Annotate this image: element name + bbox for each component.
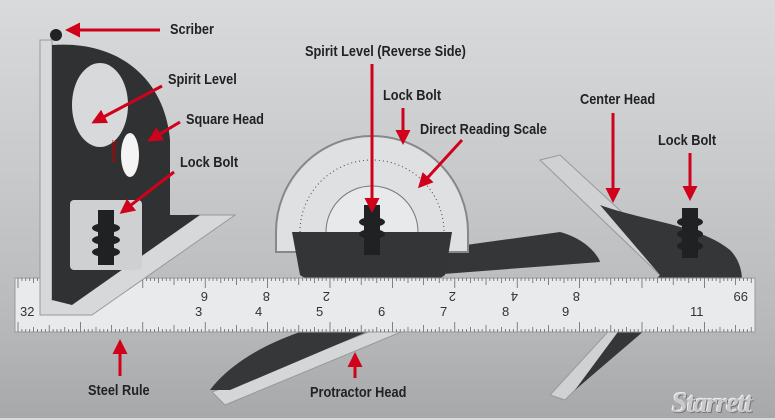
lock-bolt-1-arrow: [119, 170, 175, 214]
spirit-level-arrow: [91, 84, 163, 124]
rule-number: 5: [316, 304, 323, 319]
square-head-arrow: [147, 120, 181, 142]
label-lock-bolt-2: Lock Bolt: [383, 87, 442, 104]
square-head-brand: Starrett: [110, 140, 118, 162]
rule-number-top: 4: [511, 289, 518, 304]
direct-reading-scale-arrow: [417, 138, 464, 189]
label-protractor-head: Protractor Head: [310, 384, 407, 401]
label-spirit-level-reverse: Spirit Level (Reverse Side): [305, 43, 466, 60]
protractor-lower-body: [292, 232, 452, 290]
label-square-head: Square Head: [186, 111, 264, 128]
lock-bolt-1: [92, 210, 120, 265]
label-direct-reading-scale: Direct Reading Scale: [420, 121, 547, 138]
protractor-head-body: [210, 320, 395, 390]
label-center-head: Center Head: [580, 91, 656, 108]
rule-number: 6: [378, 304, 385, 319]
rule-number: 11: [690, 304, 704, 319]
rule-number: 4: [255, 304, 262, 319]
rule-number: 7: [440, 304, 447, 319]
steel-rule: [14, 277, 756, 333]
spirit-level-window: [72, 63, 128, 147]
rule-number-top: 6: [201, 289, 208, 304]
label-lock-bolt-1: Lock Bolt: [180, 154, 239, 171]
rule-number-top: 2: [449, 289, 456, 304]
label-scriber: Scriber: [170, 21, 214, 38]
starrett-logo: Starrett: [672, 388, 752, 419]
rule-number-top: 2: [323, 289, 330, 304]
rule-number-top: 8: [263, 289, 270, 304]
label-lock-bolt-3: Lock Bolt: [658, 132, 717, 149]
lock-bolt-3: [677, 208, 703, 258]
rule-number: 3: [195, 304, 202, 319]
rule-number: 8: [502, 304, 509, 319]
label-spirit-level: Spirit Level: [168, 71, 237, 88]
scriber-knob: [50, 29, 62, 41]
lock-bolt-2: [359, 205, 385, 255]
rule-number-top: 99: [734, 289, 748, 304]
rule-number-top: 8: [573, 289, 580, 304]
protractor-head-arm: [430, 232, 600, 275]
rule-number: 9: [562, 304, 569, 319]
rule-number: 32: [20, 304, 34, 319]
label-steel-rule: Steel Rule: [88, 382, 150, 399]
